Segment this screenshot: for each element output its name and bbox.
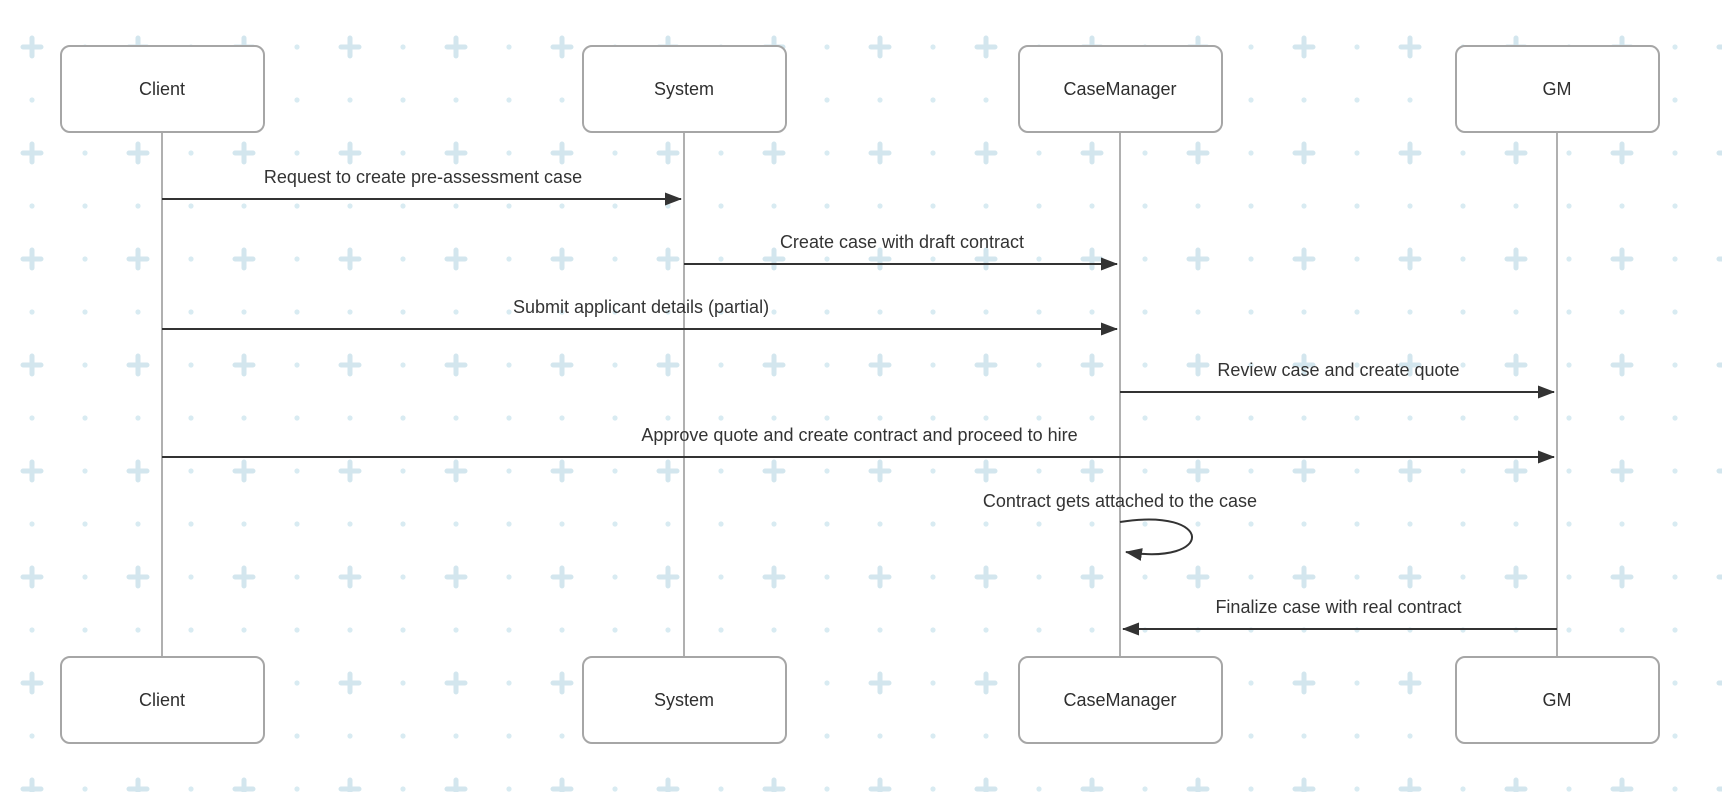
actor-label: System: [653, 689, 714, 710]
actor-box-system-top: System: [581, 45, 787, 133]
actor-label: System: [653, 78, 714, 99]
actor-label: CaseManager: [1063, 78, 1177, 99]
actor-label: Client: [138, 689, 186, 710]
actor-box-client-top: Client: [59, 45, 265, 133]
actor-box-gm-top: GM: [1454, 45, 1660, 133]
actor-label: GM: [1542, 689, 1572, 710]
actor-box-gm-bottom: GM: [1454, 656, 1660, 744]
self-message-arrow: [1119, 518, 1193, 561]
actor-box-casemanager-bottom: CaseManager: [1017, 656, 1223, 744]
actor-label: Client: [138, 78, 186, 99]
actor-box-client-bottom: Client: [59, 656, 265, 744]
actor-label: GM: [1542, 78, 1572, 99]
actor-label: CaseManager: [1063, 689, 1177, 710]
actor-box-system-bottom: System: [581, 656, 787, 744]
actor-box-casemanager-top: CaseManager: [1017, 45, 1223, 133]
